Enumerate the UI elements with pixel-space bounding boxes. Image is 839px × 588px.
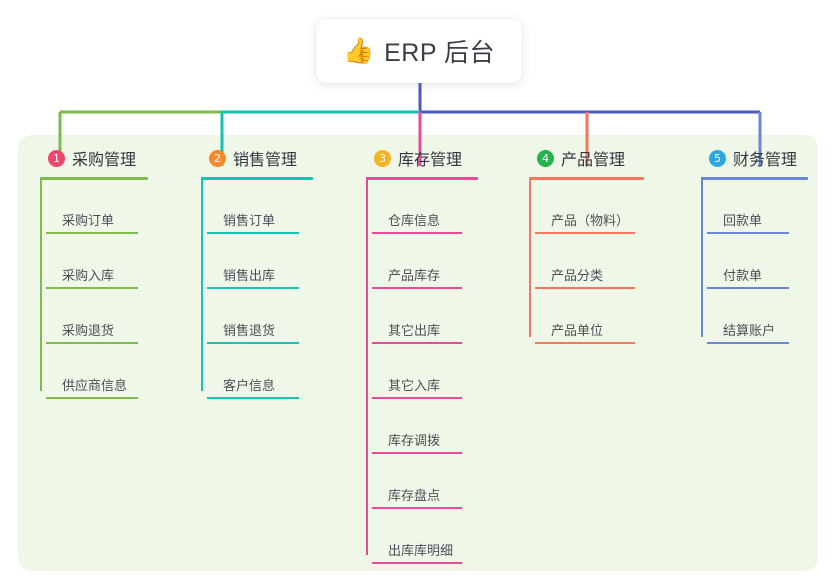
column-3: 3 库存管理仓库信息产品库存其它出库其它入库库存调拨库存盘点出库库明细 (366, 145, 478, 564)
leaf-label: 库存盘点 (388, 488, 441, 503)
column-header-2[interactable]: 2 销售管理 (201, 145, 313, 180)
leaf-underline (207, 342, 299, 344)
leaf-label: 出库库明细 (388, 543, 454, 558)
leaf-label: 回款单 (723, 213, 763, 228)
diagram-background-panel (18, 135, 818, 571)
leaf-underline (535, 287, 635, 289)
column-title-4: 产品管理 (561, 152, 626, 169)
column-underline-4 (529, 177, 644, 180)
leaf-label: 其它入库 (388, 378, 441, 393)
leaf-label: 销售订单 (223, 213, 276, 228)
leaf-label: 销售出库 (223, 268, 276, 283)
leaf-label: 产品分类 (551, 268, 604, 283)
column-header-1[interactable]: 1 采购管理 (40, 145, 148, 180)
column-badge-3: 3 (374, 149, 391, 167)
leaf-label: 销售退货 (223, 323, 276, 338)
column-2: 2 销售管理销售订单销售出库销售退货客户信息 (201, 145, 313, 399)
column-title-3: 库存管理 (398, 152, 463, 169)
root-title: ERP 后台 (384, 39, 496, 67)
leaf-label: 采购订单 (62, 213, 115, 228)
leaf-underline (707, 287, 789, 289)
column-badge-4: 4 (537, 149, 554, 167)
leaf-underline (535, 232, 635, 234)
leaf-label: 产品单位 (551, 323, 604, 338)
column-4: 4 产品管理产品（物料） 产品分类产品单位 (529, 145, 644, 344)
leaf-underline (372, 507, 462, 509)
leaf-underline (207, 397, 299, 399)
column-5: 5 财务管理回款单付款单结算账户 (701, 145, 808, 344)
leaf-underline (372, 287, 462, 289)
leaf-label: 产品（物料） (551, 213, 630, 228)
column-title-5: 财务管理 (733, 152, 798, 169)
leaf-label: 其它出库 (388, 323, 441, 338)
leaf-underline (372, 342, 462, 344)
root-node[interactable]: 👍 ERP 后台 (316, 19, 522, 83)
leaf-label: 供应商信息 (62, 378, 128, 393)
column-1: 1 采购管理采购订单采购入库采购退货供应商信息 (40, 145, 148, 399)
leaf-label: 采购退货 (62, 323, 115, 338)
column-header-4[interactable]: 4 产品管理 (529, 145, 644, 180)
leaf-underline (46, 232, 138, 234)
column-badge-5: 5 (709, 149, 726, 167)
leaf-underline (372, 562, 462, 564)
leaf-underline (372, 452, 462, 454)
leaf-underline (535, 342, 635, 344)
leaf-label: 采购入库 (62, 268, 115, 283)
column-title-1: 采购管理 (72, 152, 137, 169)
leaf-label: 库存调拨 (388, 433, 441, 448)
column-underline-1 (40, 177, 148, 180)
column-underline-3 (366, 177, 478, 180)
leaf-label: 客户信息 (223, 378, 276, 393)
leaf-underline (207, 232, 299, 234)
leaf-label: 产品库存 (388, 268, 441, 283)
leaf-label: 结算账户 (723, 323, 776, 338)
leaf-underline (707, 342, 789, 344)
column-header-3[interactable]: 3 库存管理 (366, 145, 478, 180)
column-title-2: 销售管理 (233, 152, 298, 169)
leaf-underline (707, 232, 789, 234)
thumbs-up-icon: 👍 (342, 36, 375, 65)
leaf-underline (372, 232, 462, 234)
leaf-underline (46, 287, 138, 289)
leaf-label: 付款单 (723, 268, 763, 283)
column-underline-5 (701, 177, 808, 180)
leaf-underline (46, 342, 138, 344)
column-badge-2: 2 (209, 149, 226, 167)
leaf-underline (207, 287, 299, 289)
leaf-underline (46, 397, 138, 399)
column-underline-2 (201, 177, 313, 180)
column-header-5[interactable]: 5 财务管理 (701, 145, 808, 180)
leaf-label: 仓库信息 (388, 213, 441, 228)
column-badge-1: 1 (48, 149, 65, 167)
leaf-underline (372, 397, 462, 399)
